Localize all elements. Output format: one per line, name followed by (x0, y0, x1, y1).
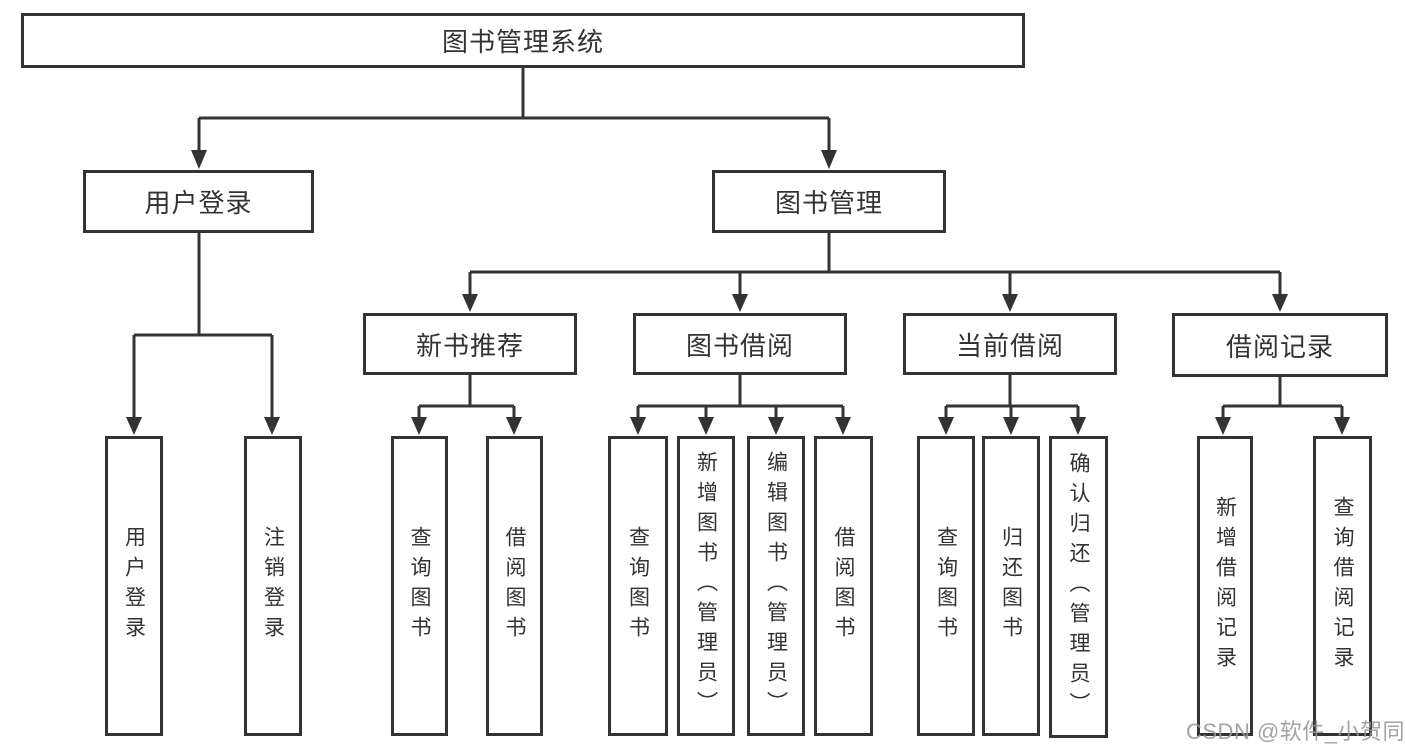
leaf-query-books-borrow: 查询图书 (608, 436, 668, 736)
leaf-query-books-recommend: 查询图书 (391, 436, 448, 736)
leaf-add-book-admin: 新增图书（管理员） (677, 436, 735, 736)
leaf-borrow-books-recommend: 借阅图书 (486, 436, 543, 736)
node-borrow-records: 借阅记录 (1172, 313, 1388, 377)
leaf-confirm-return-admin: 确认归还（管理员） (1049, 436, 1108, 738)
node-book-borrow: 图书借阅 (633, 313, 847, 375)
node-current-borrow: 当前借阅 (903, 313, 1117, 375)
node-library-management-system: 图书管理系统 (21, 13, 1025, 68)
node-book-management: 图书管理 (712, 170, 946, 233)
leaf-return-book: 归还图书 (982, 436, 1040, 736)
leaf-query-books-current: 查询图书 (917, 436, 975, 736)
leaf-user-login: 用户登录 (105, 436, 163, 736)
node-user-login: 用户登录 (83, 170, 314, 233)
leaf-add-borrow-record: 新增借阅记录 (1197, 436, 1253, 736)
leaf-borrow-books: 借阅图书 (814, 436, 873, 736)
csdn-watermark: CSDN @软件_小贺同学 (1186, 719, 1405, 744)
leaf-logout: 注销登录 (244, 436, 302, 736)
leaf-edit-book-admin: 编辑图书（管理员） (747, 436, 805, 736)
node-new-book-recommend: 新书推荐 (363, 313, 577, 375)
leaf-query-borrow-record: 查询借阅记录 (1313, 436, 1372, 736)
